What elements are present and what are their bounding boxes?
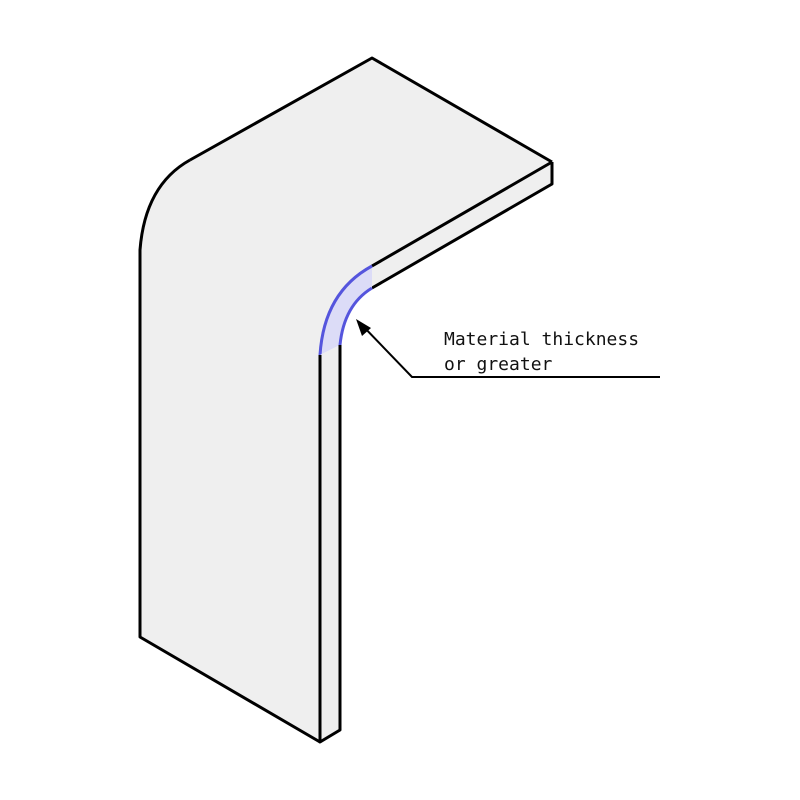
inner-bend-curve-outer xyxy=(318,264,373,356)
outer-bend-edge xyxy=(138,158,321,744)
arrow-pointer-icon xyxy=(356,319,371,336)
callout-line-2: or greater xyxy=(444,354,553,375)
top-face-outline xyxy=(189,56,553,164)
bend-highlight-glow xyxy=(320,266,372,355)
vertical-thickness-strip xyxy=(320,345,340,742)
flange-inner-edge xyxy=(371,160,553,268)
callout-line-1: Material thickness xyxy=(444,329,640,350)
flange-thickness-edge xyxy=(371,162,554,290)
callout-leader-line xyxy=(359,322,660,378)
outer-face xyxy=(140,58,552,742)
inner-bend-curve-inner xyxy=(338,286,373,346)
vertical-flange-edges xyxy=(318,345,342,744)
callout-label: Material thickness or greater xyxy=(444,327,639,377)
